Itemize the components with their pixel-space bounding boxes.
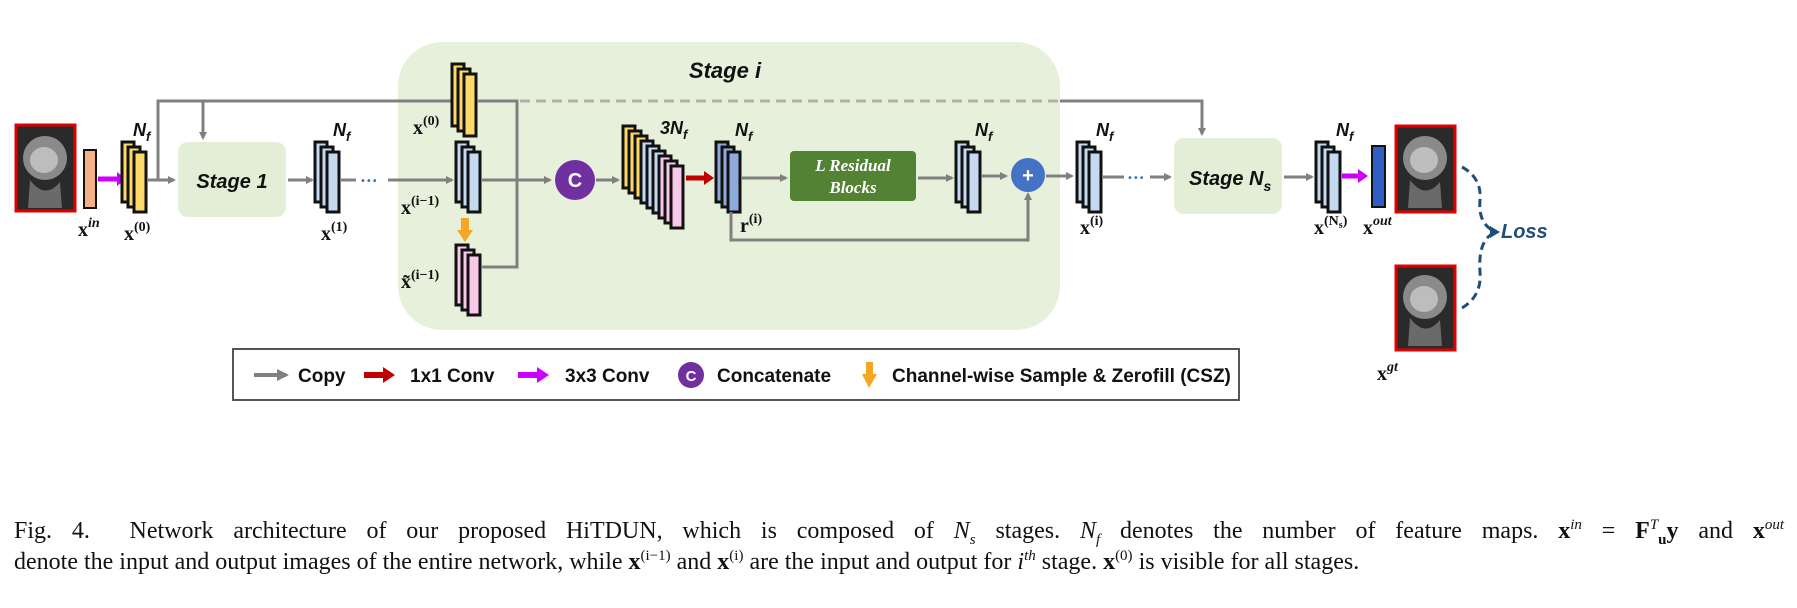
feature-maps-xns bbox=[1314, 140, 1342, 214]
residual-blocks-line2: Blocks bbox=[828, 178, 877, 197]
legend-csz-arrow-shaft bbox=[866, 362, 873, 376]
skip-connection bbox=[729, 192, 1032, 242]
copy-arrow-x0-stage-ns bbox=[1060, 99, 1206, 136]
architecture-diagram: Stage i xin Nf x(0) Stage 1 Nf x(1) ••• bbox=[14, 42, 1548, 401]
legend-conv3x3-label: 3x3 Conv bbox=[565, 366, 650, 387]
caption-part3: denotes the number of feature maps. bbox=[1120, 518, 1539, 544]
caption-fig-label: Fig. 4. bbox=[14, 518, 90, 544]
input-image bbox=[14, 123, 77, 213]
stage-i-label-x0: x(0) bbox=[413, 114, 440, 139]
nf-label-ri: Nf bbox=[735, 120, 754, 144]
caption-x-i-minus-1: x(i−1) bbox=[628, 548, 671, 576]
caption-part9: is visible for all stages. bbox=[1138, 549, 1360, 575]
nf-label-residual-out: Nf bbox=[975, 120, 994, 144]
legend-concat-symbol: C bbox=[686, 368, 697, 385]
feature-maps-x0 bbox=[120, 140, 148, 214]
nf-label-x1: Nf bbox=[333, 120, 352, 144]
residual-blocks-box bbox=[790, 151, 916, 201]
ellipsis-1: ••• bbox=[360, 176, 378, 187]
stage-i-title: Stage i bbox=[689, 58, 762, 83]
label-x-out: xout bbox=[1363, 214, 1393, 239]
caption-line-1: Fig. 4. Network architecture of our prop… bbox=[14, 516, 1785, 548]
caption-nf: Nf bbox=[1079, 518, 1101, 548]
residual-blocks-line1: L Residual bbox=[814, 156, 891, 175]
nf-label-xi: Nf bbox=[1096, 120, 1115, 144]
add-node bbox=[1011, 158, 1045, 192]
label-x-gt: xgt bbox=[1377, 360, 1399, 385]
output-image bbox=[1394, 124, 1457, 214]
caption-part1: Network architecture of our proposed HiT… bbox=[129, 518, 934, 544]
legend-csz-arrowhead bbox=[862, 374, 877, 388]
caption-line-2: denote the input and output images of th… bbox=[14, 547, 1784, 578]
legend-copy-label: Copy bbox=[298, 366, 346, 387]
caption-part7: are the input and output for bbox=[749, 549, 1012, 575]
ground-truth-image bbox=[1394, 264, 1457, 352]
concatenate-node bbox=[555, 160, 595, 200]
caption-part5: denote the input and output images of th… bbox=[14, 549, 623, 575]
caption-ith: ith bbox=[1017, 548, 1036, 576]
loss-label: Loss bbox=[1501, 221, 1548, 243]
caption-part2: stages. bbox=[995, 518, 1061, 544]
legend-conv3x3-arrowhead bbox=[537, 367, 549, 383]
three-nf-label: 3Nf bbox=[660, 118, 689, 142]
concatenate-symbol: C bbox=[568, 170, 582, 192]
loss-curve-bottom bbox=[1461, 232, 1493, 310]
feature-maps-3nf bbox=[621, 124, 685, 230]
label-ri: r(i) bbox=[740, 212, 762, 237]
legend-concat-icon bbox=[678, 362, 704, 388]
feature-maps-x1 bbox=[313, 140, 341, 214]
caption-x-out: xout bbox=[1752, 517, 1785, 545]
legend-conv1x1-arrowhead bbox=[383, 367, 395, 383]
caption-ns: Ns bbox=[953, 518, 976, 548]
legend-box bbox=[232, 348, 1240, 401]
conv1x1-arrowhead bbox=[704, 171, 714, 185]
merge-lines bbox=[478, 99, 519, 269]
stage-i-label-xi-minus-1: x(i−1) bbox=[401, 194, 440, 219]
stage-ns-box bbox=[1174, 138, 1282, 214]
feature-map-input bbox=[83, 149, 97, 209]
csz-arrow-shaft bbox=[461, 218, 469, 232]
stage-1-box bbox=[178, 142, 286, 217]
csz-arrowhead bbox=[457, 230, 473, 242]
feature-maps-residual-out bbox=[954, 140, 982, 214]
label-x1: x(1) bbox=[321, 220, 348, 245]
feature-map-output bbox=[1371, 145, 1386, 208]
nf-label-x0: Nf bbox=[133, 120, 152, 144]
caption-part6: and bbox=[676, 549, 712, 575]
feature-maps-ri bbox=[714, 140, 742, 214]
caption-equation: xin = FTuy bbox=[1558, 517, 1679, 548]
feature-maps-xi bbox=[1075, 140, 1103, 214]
label-xns: x(Ns) bbox=[1314, 214, 1348, 239]
legend-csz-label: Channel-wise Sample & Zerofill (CSZ) bbox=[892, 366, 1231, 387]
caption-part4: and bbox=[1698, 518, 1734, 544]
legend-concat-label: Concatenate bbox=[717, 366, 831, 387]
loss-curve-top bbox=[1461, 165, 1493, 232]
label-x0: x(0) bbox=[124, 220, 151, 245]
figure-caption: Fig. 4. Network architecture of our prop… bbox=[14, 516, 1784, 578]
stage-i-feature-maps-xi-minus-1 bbox=[454, 140, 482, 214]
caption-x-i: x(i) bbox=[717, 548, 744, 576]
ellipsis-2: ••• bbox=[1127, 173, 1145, 184]
label-xi: x(i) bbox=[1080, 214, 1104, 239]
loss-arrowhead bbox=[1490, 226, 1500, 238]
add-symbol: + bbox=[1022, 165, 1034, 187]
caption-x-0: x(0) bbox=[1103, 548, 1133, 576]
stage-i-label-xtilde: x̃(i−1) bbox=[401, 268, 440, 293]
stage-i-feature-maps-xtilde bbox=[454, 243, 482, 317]
stage-1-label: Stage 1 bbox=[196, 171, 267, 193]
nf-label-xns: Nf bbox=[1336, 120, 1355, 144]
caption-part8: stage. bbox=[1041, 549, 1098, 575]
copy-arrow-x0-top bbox=[156, 97, 460, 180]
label-x-in: xin bbox=[78, 216, 100, 241]
stage-i-feature-maps-x0 bbox=[450, 62, 478, 138]
stage-ns-label: Stage Ns bbox=[1189, 168, 1271, 194]
legend-conv1x1-label: 1x1 Conv bbox=[410, 366, 495, 387]
conv3x3-arrowhead-output bbox=[1358, 169, 1368, 183]
